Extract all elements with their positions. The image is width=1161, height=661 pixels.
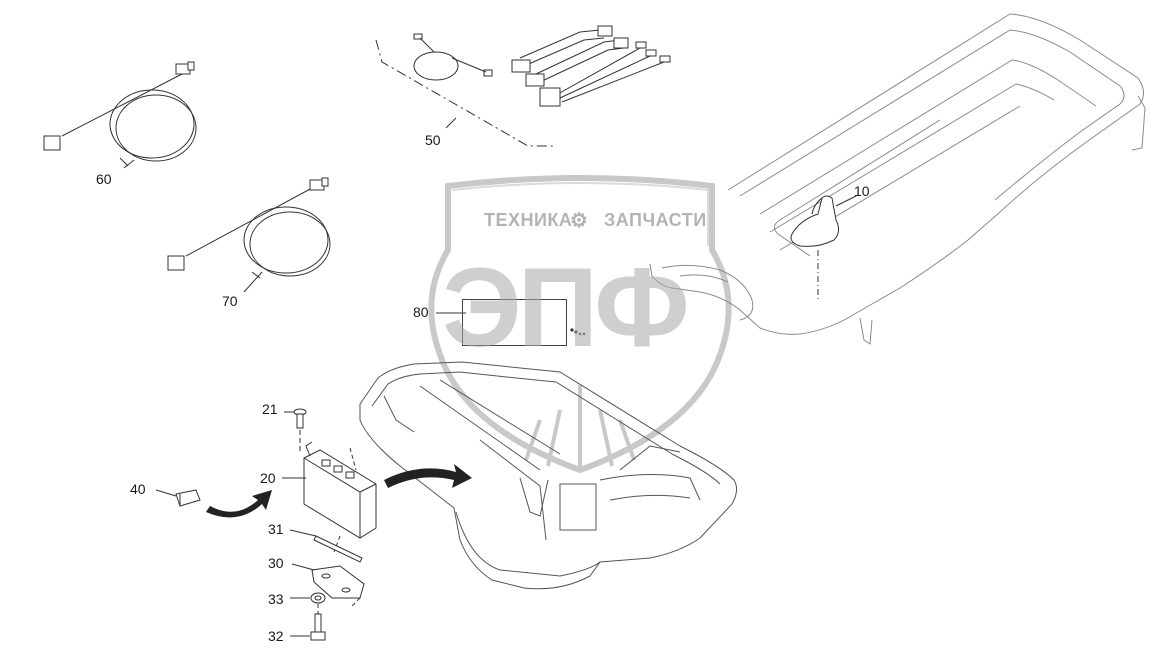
washer-33	[310, 592, 326, 614]
module-card-40	[175, 489, 201, 507]
callout-33: 33	[268, 591, 284, 607]
callout-20: 20	[260, 470, 276, 486]
fastener-kit-80	[570, 328, 586, 336]
console-tray	[359, 361, 738, 590]
callout-70: 70	[222, 293, 238, 309]
screw-21	[293, 408, 307, 454]
gear-icon: ⚙	[570, 210, 589, 232]
callout-32: 32	[268, 628, 284, 644]
antenna-part-10	[790, 195, 857, 302]
assembly-arrow-left	[206, 490, 272, 518]
callout-40: 40	[130, 481, 146, 497]
callout-21: 21	[262, 401, 278, 417]
control-unit-20	[303, 441, 377, 553]
callout-30: 30	[268, 555, 284, 571]
callout-31: 31	[268, 521, 284, 537]
cable-70	[167, 177, 331, 279]
label-sticker-80	[462, 299, 567, 346]
callout-10: 10	[854, 183, 870, 199]
roof-panel	[649, 13, 1146, 345]
callout-60: 60	[96, 171, 112, 187]
watermark-shield	[428, 175, 732, 474]
callout-50: 50	[425, 132, 441, 148]
watermark-right-text: ЗАПЧАСТИ	[604, 210, 707, 230]
assembly-arrow-right	[384, 464, 472, 488]
watermark-big-text: ЭПФ	[442, 245, 690, 370]
leader-lines	[123, 159, 466, 637]
watermark-left-text: ТЕХНИКА	[484, 210, 573, 230]
bracket-30	[311, 565, 365, 607]
bolt-32	[310, 613, 326, 641]
harness-kit-50	[375, 25, 671, 147]
gasket-31	[313, 535, 363, 563]
cable-60	[43, 61, 197, 167]
callout-80: 80	[413, 304, 429, 320]
